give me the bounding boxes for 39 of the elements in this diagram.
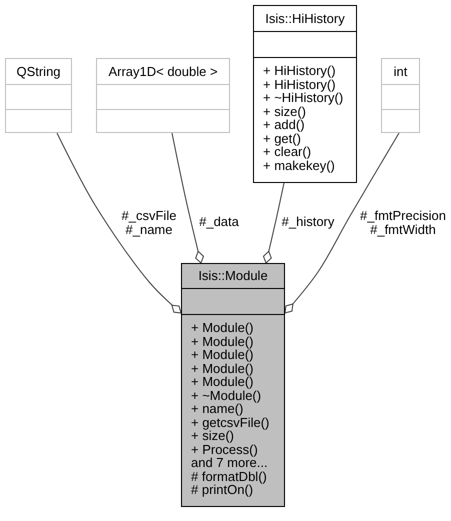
member-function: + Module()	[191, 321, 254, 334]
class-box	[253, 5, 357, 183]
member-function: # formatDbl()	[191, 470, 267, 483]
member-function: + Process()	[191, 442, 258, 456]
member-function: + ~HiHistory()	[263, 91, 344, 104]
edge-label: #_csvFile #_name	[122, 209, 176, 237]
class-name: Isis::Module	[198, 269, 268, 283]
member-function: + getcsvFile()	[191, 416, 270, 429]
member-function: + Module()	[191, 334, 254, 348]
edge-label: #_fmtPrecision #_fmtWidth	[360, 209, 446, 237]
member-function: + size()	[263, 104, 306, 118]
edge-label: #_history	[282, 215, 334, 229]
class-name: Array1D< double >	[108, 64, 218, 78]
class-name: Isis::HiHistory	[265, 12, 345, 26]
class-box	[96, 58, 230, 133]
member-function: + get()	[263, 132, 301, 145]
member-function: + Module()	[191, 362, 254, 375]
class-name: int	[394, 64, 408, 78]
edge-label: #_data	[199, 215, 239, 229]
aggregation-connector	[56, 132, 182, 314]
class-box	[181, 263, 285, 507]
member-function: + clear()	[263, 145, 312, 158]
member-function: and 7 more...	[191, 456, 268, 470]
class-name: QString	[16, 64, 61, 78]
member-function: + Module()	[191, 375, 254, 388]
class-box	[381, 58, 420, 133]
member-function: + add()	[263, 118, 305, 132]
aggregation-connector	[262, 182, 284, 264]
class-box	[5, 58, 72, 133]
aggregation-connector	[172, 132, 204, 264]
aggregation-connector	[284, 132, 400, 314]
member-function: + Module()	[191, 348, 254, 362]
member-function: + size()	[191, 429, 234, 442]
member-function: + ~Module()	[191, 388, 262, 402]
member-function: # printOn()	[191, 483, 254, 496]
member-function: + makekey()	[263, 158, 335, 172]
member-function: + name()	[191, 402, 244, 416]
member-function: + HiHistory()	[263, 78, 336, 91]
member-function: + HiHistory()	[263, 64, 336, 78]
